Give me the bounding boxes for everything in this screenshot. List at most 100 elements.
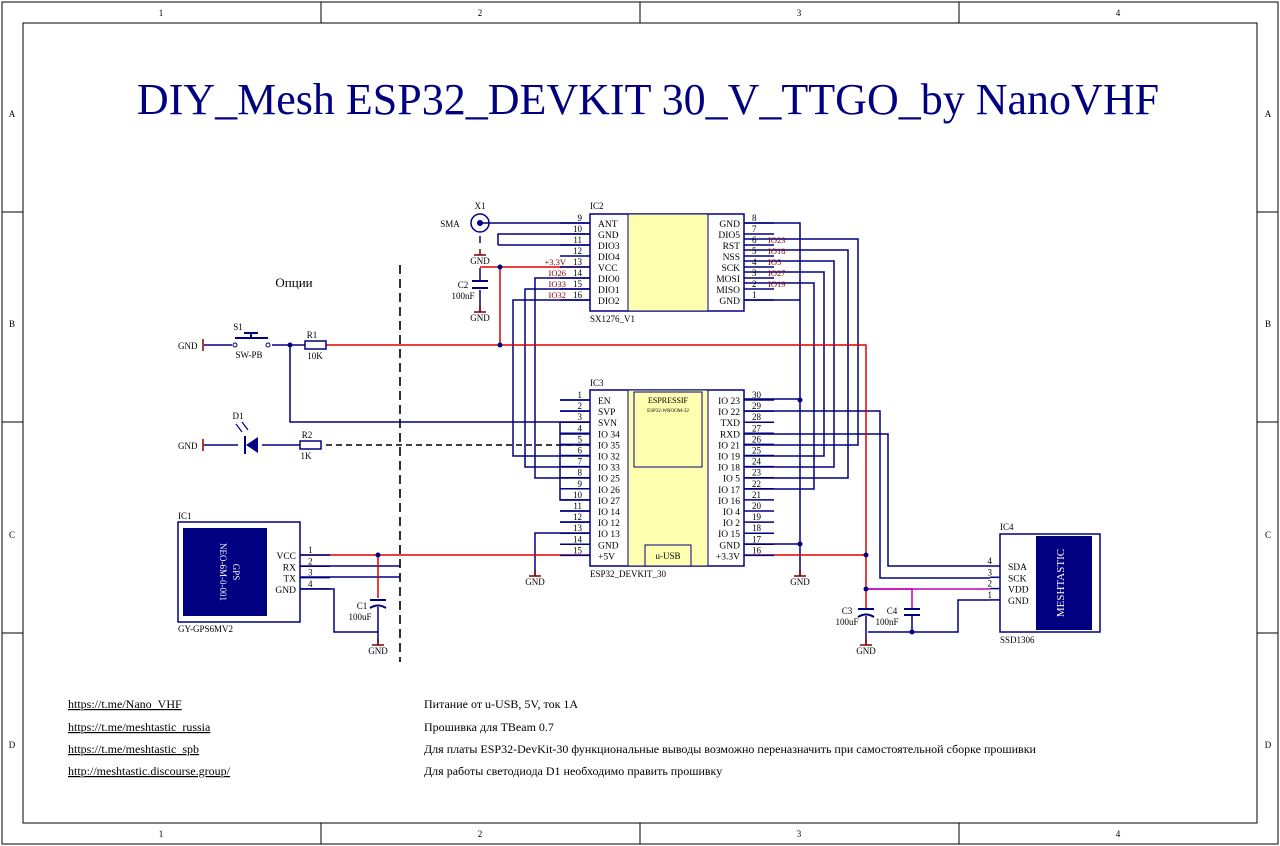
ic2-pin-num-1: 1 [752, 290, 757, 300]
ic2-net-3: IO27 [768, 268, 785, 278]
link-meshtastic-spb[interactable]: https://t.me/meshtastic_spb [68, 742, 199, 756]
ic1-pin-name-4: GND [275, 586, 296, 596]
ic2-pin-num-6: 6 [752, 235, 757, 245]
ground-symbols: GND GND GND GND GND GND [368, 249, 876, 656]
r2-ref: R2 [302, 430, 313, 440]
ic2-pin-num-16: 16 [573, 290, 583, 300]
ic3-pin-name-27: RXD [720, 430, 740, 440]
ic1-module-line1: GPS [231, 564, 241, 581]
ic2-pin-name-14: DIO0 [598, 275, 620, 285]
ic3-brand: ESPRESSIF [648, 396, 689, 405]
ic3-pin-num-17: 17 [752, 534, 762, 544]
ic2-pin-name-10: GND [598, 231, 619, 241]
ic3-pin-num-18: 18 [752, 523, 762, 533]
ic3-pin-num-28: 28 [752, 412, 762, 422]
ic2-pin-name-12: DIO4 [598, 253, 620, 263]
ic4-pin-num-4: 4 [988, 556, 993, 566]
row-label-right-d: D [1265, 740, 1272, 750]
ic2-pin-num-7: 7 [752, 224, 757, 234]
resistor-r1: R1 10K [304, 330, 327, 361]
ic3-pin-num-7: 7 [578, 457, 583, 467]
note-power: Питание от u-USB, 5V, ток 1A [424, 697, 578, 711]
ic2-net-6: IO23 [768, 235, 785, 245]
ic3-pin-name-13: IO 13 [598, 530, 620, 540]
ic3-pin-num-12: 12 [573, 512, 582, 522]
col-label-top-4: 4 [1116, 8, 1121, 18]
ic3-pin-num-20: 20 [752, 501, 762, 511]
ic3-pin-name-22: IO 17 [718, 486, 740, 496]
s1-ref: S1 [233, 322, 243, 332]
ic2-pin-name-9: ANT [598, 220, 618, 230]
ic1-pin-num-4: 4 [308, 579, 313, 589]
gnd-label-4: GND [368, 646, 388, 656]
ic3-pin-name-15: +5V [598, 552, 615, 562]
footer-links: https://t.me/Nano_VHF https://t.me/mesht… [68, 697, 231, 778]
ic3-pin-num-14: 14 [573, 534, 583, 544]
ic3-pin-num-6: 6 [578, 446, 583, 456]
ic4-display-text: MESHTASTIC [1055, 549, 1067, 617]
ic4-part: SSD1306 [1000, 635, 1035, 645]
ic2-pin-num-3: 3 [752, 268, 757, 278]
c1-value: 100uF [348, 612, 371, 622]
ic3-pin-num-19: 19 [752, 512, 762, 522]
vdd-wire [866, 588, 990, 608]
ic2-ref: IC2 [590, 201, 604, 211]
ic3-pin-name-17: GND [719, 541, 740, 551]
ic3-pin-name-5: IO 35 [598, 441, 620, 451]
ic2-net-16: IO32 [549, 290, 566, 300]
col-label-top-1: 1 [159, 8, 164, 18]
ic3-pin-name-23: IO 5 [723, 475, 740, 485]
ic2-pin-num-4: 4 [752, 257, 757, 267]
ic1-pin-name-3: TX [283, 575, 296, 585]
ic1-ref: IC1 [178, 511, 192, 521]
link-nano-vhf[interactable]: https://t.me/Nano_VHF [68, 697, 182, 711]
ic3-part: ESP32_DEVKIT_30 [590, 569, 666, 579]
ic4-pin-num-2: 2 [988, 579, 993, 589]
row-label-left-c: C [9, 530, 15, 540]
capacitor-c4: C4 100nF [875, 606, 920, 632]
junctions [287, 264, 915, 635]
r2-value: 1K [301, 451, 313, 461]
ic3-module: ESP32-WROOM-32 [647, 409, 689, 414]
ic2-pin-name-1: GND [719, 297, 740, 307]
ic2-pin-name-15: DIO1 [598, 286, 620, 296]
ic2-pin-num-2: 2 [752, 279, 757, 289]
gnd-label-5: GND [856, 646, 876, 656]
ic2-pin-num-13: 13 [573, 257, 583, 267]
ic3-pin-num-23: 23 [752, 468, 762, 478]
col-label-bottom-3: 3 [797, 829, 802, 839]
gnd-label-2: GND [525, 577, 545, 587]
ic3-pin-name-7: IO 33 [598, 464, 620, 474]
ic3-pin-name-10: IO 27 [598, 497, 620, 507]
c1-ref: C1 [357, 601, 368, 611]
ic4-pin-name-2: VDD [1008, 586, 1029, 596]
ic2-pin-name-8: GND [719, 220, 740, 230]
ic3-pin-name-30: IO 23 [718, 397, 740, 407]
link-meshtastic-russia[interactable]: https://t.me/meshtastic_russia [68, 720, 211, 734]
ic2-net-5: IO18 [768, 246, 785, 256]
ic2-pin-name-6: RST [723, 242, 741, 252]
s1-gnd-label: GND [178, 341, 198, 351]
ic1-gps-module: GPS NEO-6M-0-001 IC1 GY-GPS6MV2 [177, 511, 301, 634]
ic3-pin-name-11: IO 14 [598, 508, 620, 518]
ic3-pin-name-26: IO 21 [718, 441, 740, 451]
gnd-label-1: GND [470, 313, 490, 323]
ic3-pin-num-8: 8 [578, 468, 583, 478]
ic3-pin-name-20: IO 4 [723, 508, 740, 518]
ic1-module-line2: NEO-6M-0-001 [218, 543, 228, 601]
ic2-net-2: IO19 [768, 279, 785, 289]
r1-value: 10K [307, 351, 323, 361]
ic3-pin-num-21: 21 [752, 490, 761, 500]
ic3-pin-name-21: IO 16 [718, 497, 740, 507]
row-label-left-b: B [9, 319, 15, 329]
capacitor-c1: C1 100uF [348, 599, 387, 632]
ic3-pin-name-9: IO 26 [598, 486, 620, 496]
ic2-pin-name-7: DIO5 [718, 231, 740, 241]
ic2-pin-name-11: DIO3 [598, 242, 620, 252]
ic3-pin-num-5: 5 [578, 434, 583, 444]
ic1-pin-num-1: 1 [308, 545, 313, 555]
ic4-ref: IC4 [1000, 522, 1014, 532]
link-meshtastic-discourse[interactable]: http://meshtastic.discourse.group/ [68, 764, 231, 778]
ic3-pin-num-10: 10 [573, 490, 583, 500]
